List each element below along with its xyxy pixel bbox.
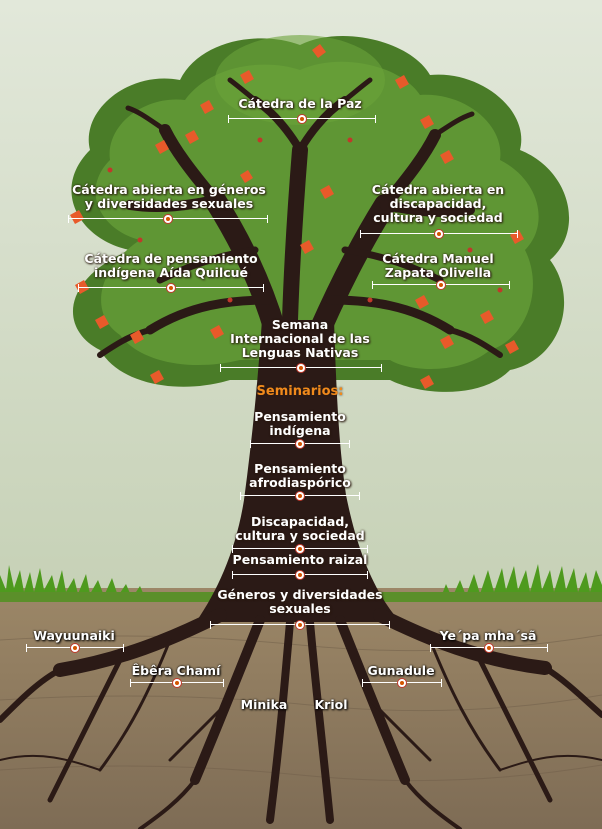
divider-catedra-generos	[68, 214, 268, 224]
label-catedra-zapata: Cátedra Manuel Zapata Olivella	[382, 252, 493, 280]
divider-seminario-raizal	[232, 570, 368, 580]
divider-seminario-afro	[240, 491, 360, 501]
label-line: cultura y sociedad	[235, 528, 365, 543]
label-seminario-indigena: Pensamiento indígena	[254, 410, 346, 438]
root-label-wayuunaiki: Wayuunaiki	[33, 628, 115, 643]
label-line: Pensamiento	[254, 461, 346, 476]
label-line: Cátedra abierta en	[371, 182, 505, 197]
label-seminario-afro: Pensamiento afrodiaspórico	[249, 462, 351, 490]
divider-ebera-chami	[130, 678, 224, 688]
divider-catedra-paz	[228, 114, 376, 124]
seminarios-heading: Seminarios:	[256, 384, 344, 399]
label-line: cultura y sociedad	[373, 210, 503, 225]
label-line: afrodiaspórico	[249, 475, 351, 490]
tree-roots	[0, 608, 602, 829]
label-line: Semana	[271, 317, 329, 332]
divider-catedra-zapata	[372, 280, 510, 290]
label-catedra-discapacidad: Cátedra abierta en discapacidad, cultura…	[372, 183, 504, 225]
label-line: Lenguas Nativas	[241, 345, 359, 360]
label-line: Discapacidad,	[250, 514, 350, 529]
label-line: Cátedra de la Paz	[238, 96, 362, 111]
label-catedra-indigena: Cátedra de pensamiento indígena Aída Qui…	[84, 252, 257, 280]
tree-trunk	[97, 77, 503, 622]
divider-seminario-indigena	[250, 439, 350, 449]
root-label-gunadule: Gunadule	[367, 663, 435, 678]
label-line: sexuales	[269, 601, 331, 616]
label-semana-lenguas: Semana Internacional de las Lenguas Nati…	[230, 318, 370, 360]
label-catedra-paz: Cátedra de la Paz	[238, 97, 361, 111]
divider-catedra-indigena	[78, 283, 264, 293]
divider-catedra-discapacidad	[360, 229, 518, 239]
label-line: y diversidades sexuales	[84, 196, 254, 211]
label-line: indígena	[269, 423, 331, 438]
label-line: Cátedra abierta en géneros	[72, 182, 266, 197]
root-label-yepa-mahsa: Ye´pa mha´sã	[439, 628, 537, 643]
label-seminario-raizal: Pensamiento raizal	[233, 553, 368, 567]
root-label-ebera-chami: Êbêra Chamí	[131, 663, 221, 678]
root-label-kriol: Kriol	[314, 697, 348, 712]
label-seminario-generos: Géneros y diversidades sexuales	[217, 588, 382, 616]
label-line: Internacional de las	[230, 331, 370, 346]
label-line: Cátedra de pensamiento	[84, 251, 258, 266]
label-line: Pensamiento raizal	[232, 552, 368, 567]
label-line: discapacidad,	[389, 196, 487, 211]
label-line: Géneros y diversidades	[217, 587, 383, 602]
label-line: indígena Aída Quilcué	[93, 265, 249, 280]
divider-wayuunaiki	[26, 643, 124, 653]
divider-yepa-mahsa	[430, 643, 548, 653]
divider-seminario-generos	[210, 620, 390, 630]
root-label-minika: Minika	[240, 697, 288, 712]
divider-seminario-discapacidad	[232, 544, 368, 554]
divider-gunadule	[362, 678, 442, 688]
label-seminario-discapacidad: Discapacidad, cultura y sociedad	[235, 515, 364, 543]
label-line: Zapata Olivella	[384, 265, 492, 280]
label-line: Pensamiento	[254, 409, 346, 424]
label-line: Cátedra Manuel	[382, 251, 494, 266]
label-catedra-generos: Cátedra abierta en géneros y diversidade…	[72, 183, 266, 211]
divider-semana-lenguas	[220, 363, 382, 373]
